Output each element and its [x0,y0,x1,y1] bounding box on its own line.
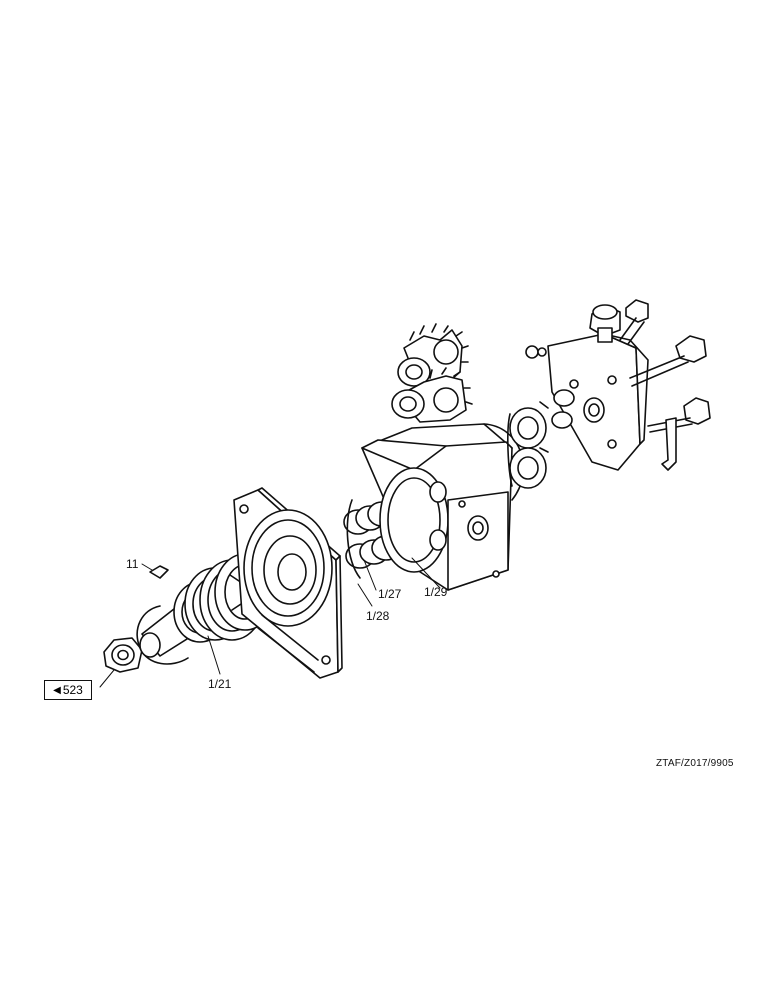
callout-1-28: 1/28 [366,609,390,623]
shaft-nut [103,637,143,673]
bracket [661,417,677,471]
callout-1-27: 1/27 [378,587,402,601]
mounting-flange [233,487,343,679]
gear-upper [397,323,469,389]
valve-cover-plate [525,333,649,471]
callout-11: 11 [126,557,139,571]
callout-1-29: 1/29 [424,585,448,599]
gear-lower [391,367,473,423]
relief-valve-fitting [589,304,621,343]
drawing-code: ZTAF/Z017/9905 [656,758,734,769]
callout-1-21: 1/21 [208,677,232,691]
left-arrow-icon: ◀ [53,684,61,696]
bolts [619,299,711,433]
leader-lines [99,557,441,688]
page-reference-number: 523 [62,683,83,697]
key-part-11 [149,565,169,579]
bushings [507,401,549,489]
pump-housing-1-29 [361,423,525,591]
page-reference-button[interactable]: ◀ 523 [44,680,92,700]
